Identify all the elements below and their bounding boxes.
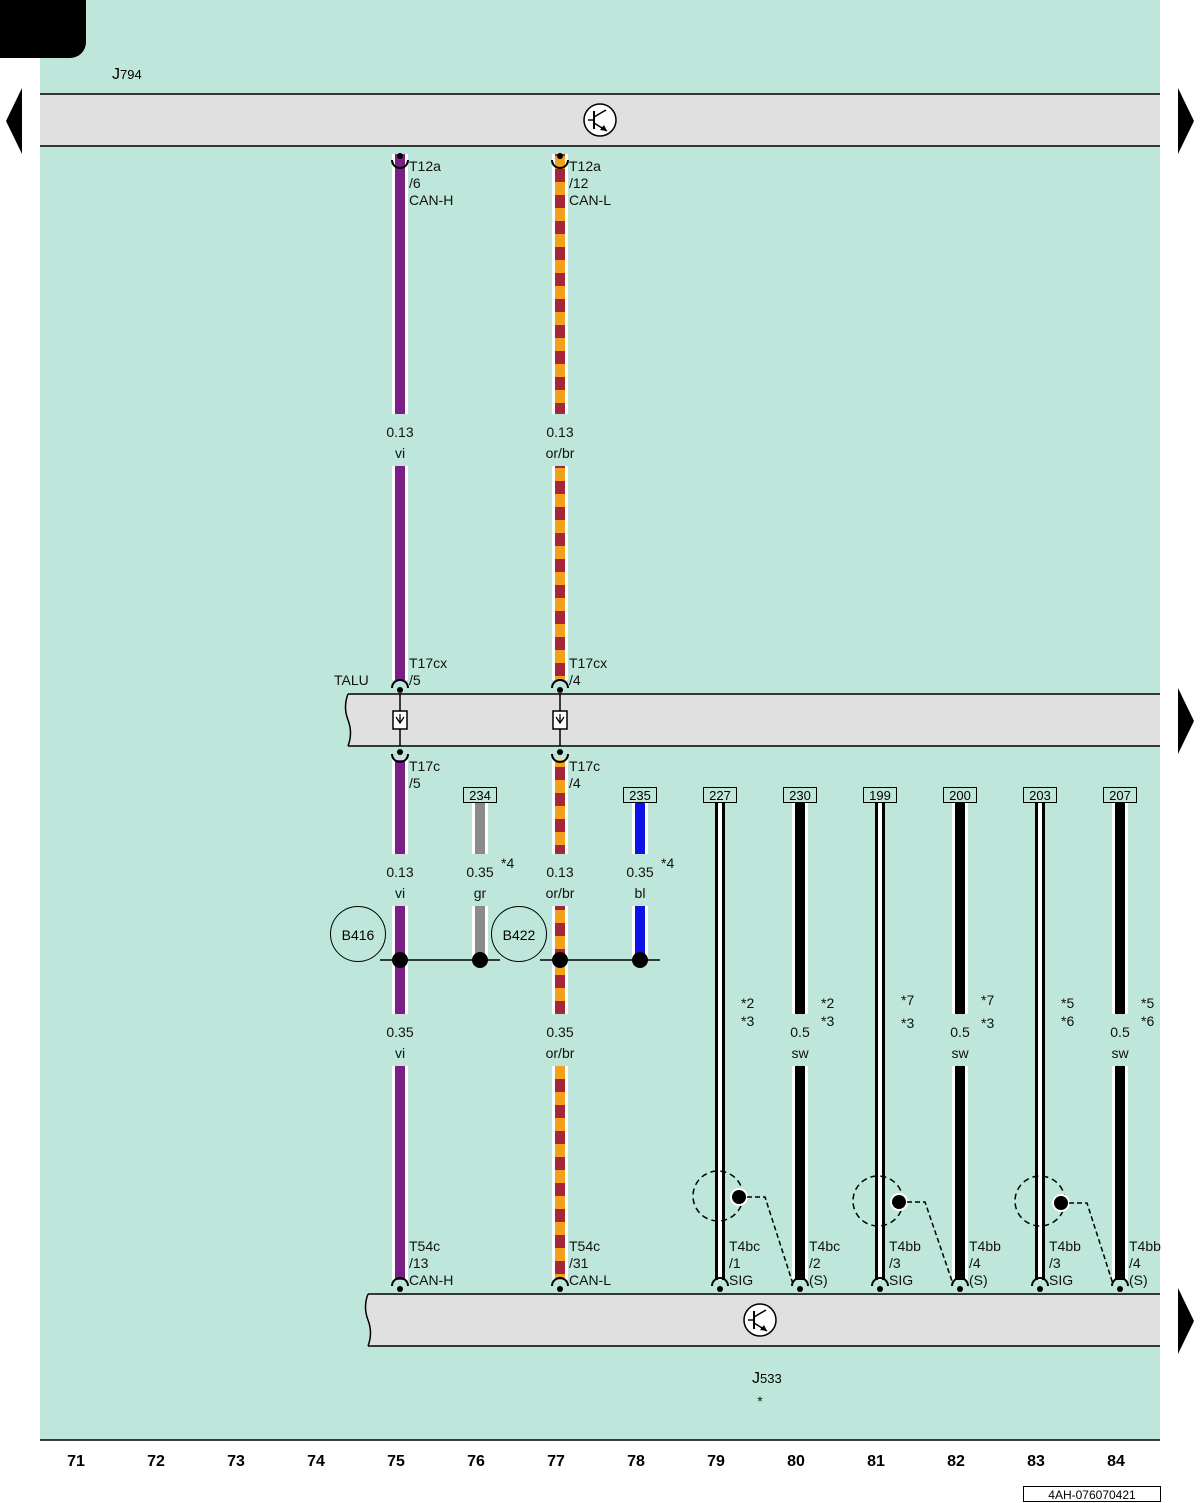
pin-label: T17cx/5 [409, 655, 448, 688]
wire-shield [792, 803, 1128, 1280]
page-next-arrow-bottom [1178, 1288, 1194, 1354]
column-number: 76 [467, 1453, 485, 1470]
column-number: 73 [227, 1453, 245, 1470]
ref-box[interactable]: 230 [783, 787, 817, 803]
footnote: *5*6 [1141, 995, 1155, 1029]
pin-label: T17cx/4 [569, 655, 608, 688]
device-j794-label: J794 [112, 66, 142, 83]
column-number: 84 [1107, 1453, 1125, 1470]
column-number: 83 [1027, 1453, 1045, 1470]
pin-dots [397, 153, 1123, 1292]
shield-screen [692, 1170, 1114, 1285]
column-number: 72 [147, 1453, 165, 1470]
device-j533-label: J533 [752, 1370, 782, 1387]
wire-grey [472, 803, 488, 960]
footnote: *5*6 [1061, 995, 1075, 1029]
ref-box[interactable]: 199 [863, 787, 897, 803]
footnote: *7*3 [901, 992, 915, 1031]
footnote: *4 [661, 855, 675, 871]
footnote: *2*3 [821, 995, 835, 1029]
talu-label: TALU [334, 672, 369, 688]
column-number: 77 [547, 1453, 565, 1470]
page-next-arrow-mid [1178, 688, 1194, 754]
ref-box[interactable]: 234 [463, 787, 497, 803]
transistor-icon [743, 1303, 777, 1337]
pin-label: T4bc/2(S) [809, 1238, 841, 1288]
column-number: 78 [627, 1453, 645, 1470]
column-number: 71 [67, 1453, 85, 1470]
footnote: *4 [501, 855, 515, 871]
ref-box[interactable]: 227 [703, 787, 737, 803]
pin-contacts [391, 159, 1129, 1287]
talu-bar [345, 694, 1160, 746]
column-number: 82 [947, 1453, 965, 1470]
splice-b416-line [380, 952, 500, 968]
pin-label: T4bb/4(S) [1129, 1238, 1161, 1288]
column-number: 79 [707, 1453, 725, 1470]
splice-b416: B416 [330, 906, 386, 962]
pin-label: T4bb/4(S) [969, 1238, 1001, 1288]
pin-label: T17c/5 [409, 758, 441, 791]
device-j533-footnote: * [757, 1393, 763, 1409]
page-next-arrow-top [1178, 88, 1194, 154]
column-number: 81 [867, 1453, 885, 1470]
column-number: 80 [787, 1453, 805, 1470]
column-number: 74 [307, 1453, 325, 1470]
page-prev-arrow [6, 88, 22, 154]
wire-blue [632, 803, 648, 960]
transistor-icon [583, 103, 617, 137]
connector-icon [552, 694, 568, 746]
footnote: *2*3 [741, 995, 755, 1029]
pin-label: T17c/4 [569, 758, 601, 791]
ref-box[interactable]: 203 [1023, 787, 1057, 803]
corner-marker [0, 0, 86, 58]
wire-signal [715, 803, 1045, 1280]
ref-box[interactable]: 235 [623, 787, 657, 803]
column-number: 75 [387, 1453, 405, 1470]
connector-icon [392, 694, 408, 746]
splice-b422-line [540, 952, 660, 968]
ref-box[interactable]: 207 [1103, 787, 1137, 803]
splice-b422: B422 [491, 906, 547, 962]
ref-box[interactable]: 200 [943, 787, 977, 803]
footnote: *7*3 [981, 992, 995, 1031]
